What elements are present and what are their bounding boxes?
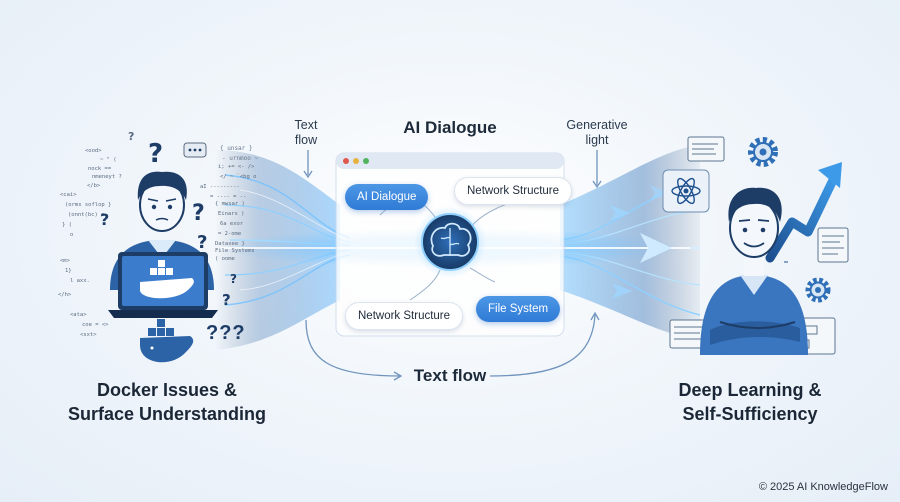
svg-text:?: ? — [230, 272, 237, 286]
confusion-marks: ??? — [206, 322, 246, 344]
svg-text:{ unsar }: { unsar } — [220, 145, 253, 152]
right-top-label: Generative light — [566, 118, 628, 147]
svg-text:<sxt>: <sxt> — [80, 332, 97, 338]
docker-whale-icon — [140, 260, 194, 299]
svg-text:i; += <- />: i; += <- /> — [218, 164, 255, 170]
svg-text:nock ==: nock == — [88, 166, 112, 172]
svg-text:{ mwsar ): { mwsar ) — [215, 201, 245, 207]
right-caption-line1: Deep Learning & — [678, 380, 822, 400]
flow-arrowheads — [610, 185, 672, 299]
question-mark-icon: ? ? ? ? ? ? ? — [100, 130, 237, 309]
growth-arrow-icon — [765, 162, 842, 263]
left-caption-line1: Docker Issues & — [96, 380, 238, 400]
svg-text:nmeneyt ?: nmeneyt ? — [92, 174, 122, 180]
right-caption: Deep Learning & Self-Sufficiency — [650, 378, 850, 426]
svg-text:= 2-ome: = 2-ome — [218, 231, 241, 237]
text-flow-arrows — [303, 150, 602, 381]
svg-text:} (: } ( — [62, 222, 72, 228]
brain-icon — [421, 213, 479, 271]
file-system-bubble: File System — [476, 296, 561, 322]
docker-whale-icon — [140, 319, 194, 363]
ai-dialogue-bubble: AI Dialogue — [345, 184, 429, 210]
left-caption: Docker Issues & Surface Understanding — [50, 378, 284, 426]
svg-text:?: ? — [222, 291, 231, 309]
svg-text:6a exor: 6a exor — [220, 221, 244, 227]
svg-text:aI ---------: aI --------- — [200, 184, 240, 190]
gear-icon — [748, 137, 778, 167]
svg-text:?: ? — [192, 201, 205, 226]
svg-text:?: ? — [148, 139, 163, 169]
svg-text:?: ? — [100, 210, 109, 229]
confident-developer-figure — [700, 187, 808, 355]
svg-text:</ ~ `<bg o: </ ~ `<bg o — [220, 174, 256, 180]
svg-text:Einars ): Einars ) — [218, 211, 245, 217]
svg-text:l axx.: l axx. — [70, 278, 90, 284]
network-structure-bubble-bottom: Network Structure — [345, 302, 464, 330]
svg-text:?: ? — [197, 232, 207, 253]
svg-text:<ata>: <ata> — [70, 312, 87, 318]
svg-text:Dataxee }: Dataxee } — [215, 241, 245, 247]
svg-text:<m>: <m> — [60, 258, 71, 264]
right-caption-line2: Self-Sufficiency — [682, 404, 818, 424]
svg-text:<ood>: <ood> — [85, 148, 102, 154]
svg-text:</h>: </h> — [58, 292, 72, 298]
svg-text:1}: 1} — [65, 268, 72, 274]
left-top-label: Text flow — [294, 118, 318, 147]
svg-text:File Systems: File Systems — [215, 248, 255, 254]
svg-text:o: o — [70, 232, 73, 238]
code-snippet-icon: <ood> ~ " ( nock == nmeneyt ? </b> <cai>… — [58, 148, 256, 338]
copyright-notice: © 2025 AI KnowledgeFlow — [758, 481, 888, 493]
diagram-title: AI Dialogue — [403, 118, 497, 137]
network-structure-bubble-top: Network Structure — [454, 177, 573, 205]
gear-icon — [805, 277, 831, 303]
left-caption-line2: Surface Understanding — [67, 404, 267, 424]
svg-text:(orms soflop }: (orms soflop } — [65, 202, 111, 208]
svg-text:(onnt(bc) o: (onnt(bc) o — [68, 212, 104, 218]
svg-text:coe = <>: coe = <> — [82, 322, 109, 328]
code-snippet-icon: { unsar } - urnmoo ~ — [220, 145, 259, 162]
speech-dots-icon — [183, 142, 207, 158]
svg-text:~ " (: ~ " ( — [100, 157, 117, 163]
svg-text:( oome: ( oome — [215, 256, 235, 262]
svg-text:?: ? — [128, 130, 134, 143]
atom-icon — [662, 169, 710, 213]
bottom-flow-label: Text flow — [413, 366, 487, 385]
svg-text:= ---- = --: = ---- = -- — [210, 194, 246, 200]
svg-text:<cai>: <cai> — [60, 192, 77, 198]
svg-text:- urnmoo ~: - urnmoo ~ — [222, 155, 259, 162]
svg-text:</b>: </b> — [87, 183, 101, 189]
